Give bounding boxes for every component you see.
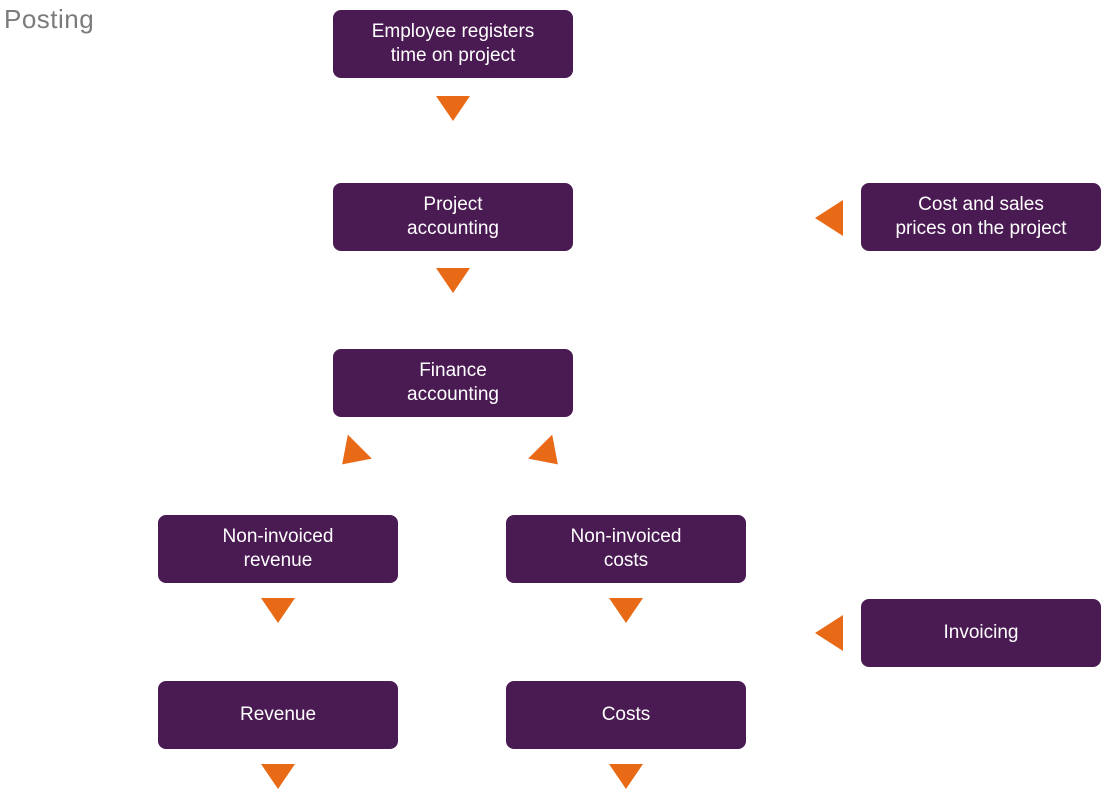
- arrow-down-icon: [436, 96, 470, 121]
- node-project-accounting: Project accounting: [333, 183, 573, 251]
- arrow-down-left-icon: [330, 434, 372, 477]
- node-cost-sales-prices: Cost and sales prices on the project: [861, 183, 1101, 251]
- arrow-left-icon: [815, 200, 843, 236]
- arrow-down-icon: [436, 268, 470, 293]
- page-title: Posting: [4, 4, 95, 34]
- arrow-down-icon: [261, 598, 295, 623]
- node-revenue: Revenue: [158, 681, 398, 749]
- node-invoicing: Invoicing: [861, 599, 1101, 667]
- arrow-left-icon: [815, 615, 843, 651]
- node-costs: Costs: [506, 681, 746, 749]
- node-finance-accounting: Finance accounting: [333, 349, 573, 417]
- arrow-down-icon: [261, 764, 295, 789]
- arrow-down-icon: [609, 764, 643, 789]
- node-non-invoiced-revenue: Non-invoiced revenue: [158, 515, 398, 583]
- node-non-invoiced-costs: Non-invoiced costs: [506, 515, 746, 583]
- arrow-down-icon: [609, 598, 643, 623]
- arrow-down-right-icon: [528, 434, 570, 477]
- node-employee-registers-time: Employee registers time on project: [333, 10, 573, 78]
